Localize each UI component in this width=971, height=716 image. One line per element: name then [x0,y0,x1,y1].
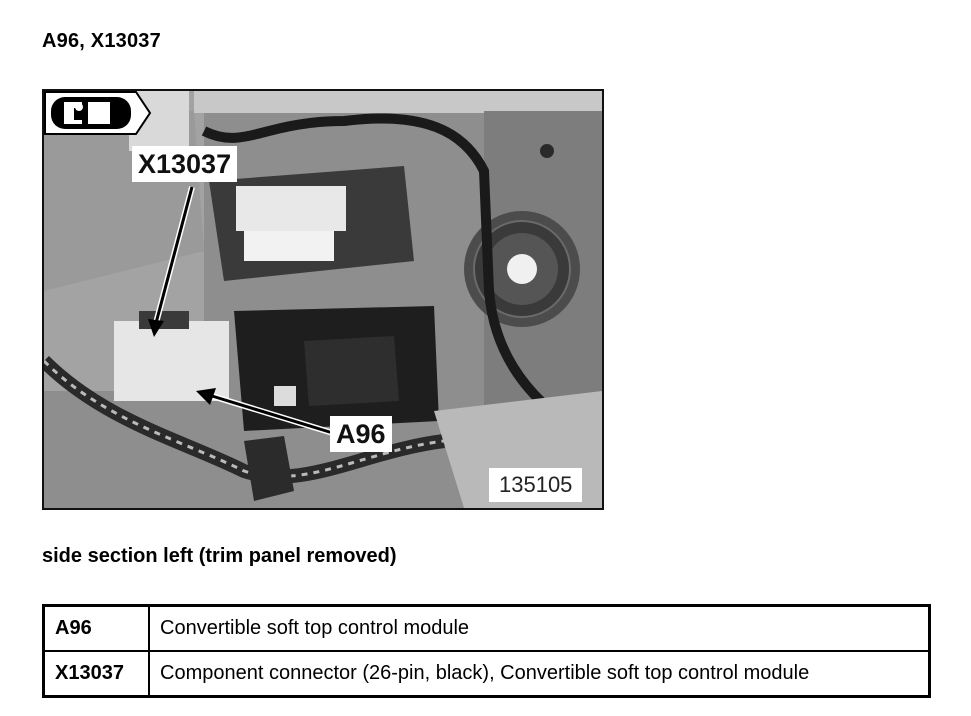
legend-table: A96 Convertible soft top control module … [42,604,931,698]
component-description: Convertible soft top control module [148,604,931,652]
component-code: A96 [42,604,150,652]
car-top-view-icon [44,91,152,135]
component-photo: X13037 A96 135105 [42,89,604,510]
component-description: Component connector (26-pin, black), Con… [148,650,931,698]
table-row: X13037 Component connector (26-pin, blac… [42,650,931,698]
component-code: X13037 [42,650,150,698]
page-title: A96, X13037 [42,30,161,52]
photo-illustration [44,91,602,508]
callout-a96: A96 [330,416,392,452]
table-row: A96 Convertible soft top control module [42,604,931,652]
figure-caption: side section left (trim panel removed) [42,545,397,567]
figure-number: 135105 [489,468,583,502]
callout-x13037: X13037 [132,146,238,182]
